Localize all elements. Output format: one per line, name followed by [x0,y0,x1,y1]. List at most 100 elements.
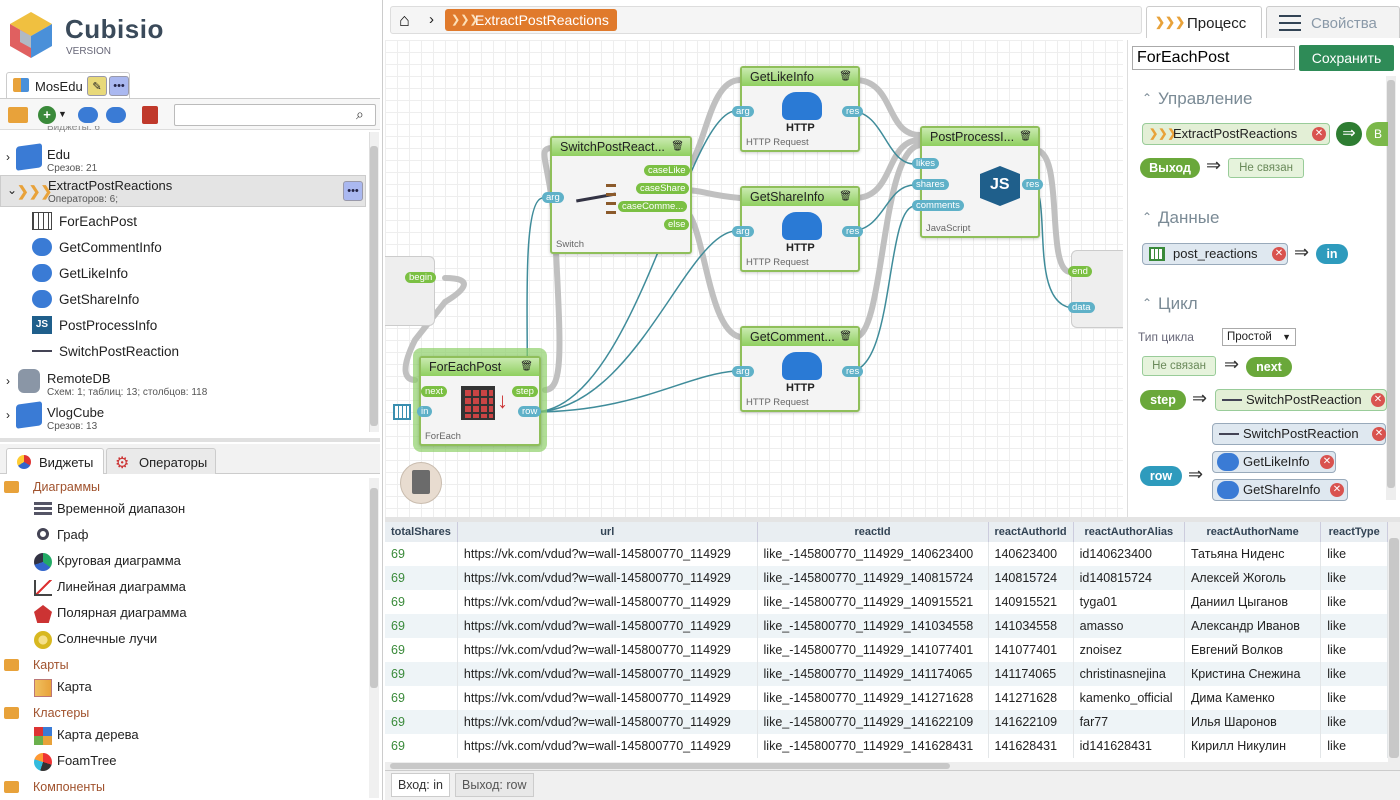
widget-graph[interactable]: Граф [34,525,354,547]
cycle-type-select[interactable]: Простой ▼ [1222,328,1296,346]
tab-process[interactable]: ❯❯❯ Процесс [1146,6,1262,38]
node-foreachpost[interactable]: ForEachPost 🗑 ↓ ForEach [419,356,541,446]
port-arg[interactable]: arg [732,366,754,377]
step-pill[interactable]: step [1140,390,1186,410]
exit-pill[interactable]: Выход [1140,158,1200,178]
tree-child-foreachpost[interactable]: ForEachPost [32,211,352,233]
tab-properties[interactable]: Свойства [1266,6,1400,38]
tree-child-postprocessinfo[interactable]: JS PostProcessInfo [32,315,352,337]
breadcrumb-current[interactable]: ❯❯❯ ExtractPostReactions [445,9,617,31]
port-comments[interactable]: comments [912,200,964,211]
project-menu-button[interactable]: ••• [109,76,129,96]
start-node[interactable] [385,256,435,326]
widget-time-range[interactable]: Временной диапазон [34,499,354,521]
port-res[interactable]: res [842,226,864,237]
port-else[interactable]: else [664,219,690,230]
delete-node-icon[interactable]: 🗑 [520,361,533,372]
item-menu-button[interactable]: ••• [343,181,363,201]
widget-line[interactable]: Линейная диаграмма [34,577,354,599]
widget-map[interactable]: Карта [34,677,354,699]
add-item-icon[interactable]: + [38,106,56,124]
in-pill[interactable]: in [1316,244,1348,264]
row-chip-switch[interactable]: SwitchPostReaction ✕ [1212,423,1386,445]
tab-output[interactable]: Выход: row [455,773,534,797]
panel-splitter[interactable] [0,438,380,442]
save-button[interactable]: Сохранить [1299,45,1394,71]
remove-icon[interactable]: ✕ [1330,483,1344,497]
node-switchpostreaction[interactable]: SwitchPostReact... 🗑 Switch [550,136,692,254]
delete-node-icon[interactable]: 🗑 [671,141,684,152]
port-data[interactable]: data [1068,302,1095,313]
download-cloud-icon[interactable] [106,107,126,123]
delete-node-icon[interactable]: 🗑 [839,191,852,202]
widget-pie[interactable]: Круговая диаграмма [34,551,354,573]
edit-project-button[interactable]: ✎ [87,76,107,96]
tree-item-remotedb[interactable]: › RemoteDB Схем: 1; таблиц: 13; столбцов… [0,369,366,398]
port-res[interactable]: res [1022,179,1044,190]
expand-icon[interactable]: ⌄ [7,183,18,197]
arrow-button[interactable]: ⇒ [1336,122,1362,146]
port-likes[interactable]: likes [912,158,940,169]
control-chip[interactable]: ❯❯❯ ExtractPostReactions ✕ [1142,123,1330,145]
port-casecomment[interactable]: caseComme... [618,201,688,212]
column-header[interactable]: reactId [757,522,989,542]
tree-child-getcommentinfo[interactable]: GetCommentInfo [32,237,352,259]
column-header[interactable]: url [457,522,758,542]
column-header[interactable]: reactAuthorAlias [1073,522,1185,542]
tree-item-extractpostreactions[interactable]: ⌄ ❯❯❯ ExtractPostReactions Операторов: 6… [0,175,366,207]
next-pill[interactable]: next [1246,357,1292,377]
tree-child-getshareinfo[interactable]: GetShareInfo [32,289,352,311]
widget-polar[interactable]: Полярная диаграмма [34,603,354,625]
port-arg[interactable]: arg [542,192,564,203]
row-pill[interactable]: row [1140,466,1182,486]
remove-icon[interactable]: ✕ [1371,393,1385,407]
widgets-scrollbar-thumb[interactable] [370,488,378,688]
delete-node-icon[interactable]: 🗑 [839,331,852,342]
port-row[interactable]: row [518,406,542,417]
column-header[interactable]: totalShares [385,522,458,542]
remove-icon[interactable]: ✕ [1320,455,1334,469]
tab-widgets[interactable]: Виджеты [6,448,104,474]
delete-node-icon[interactable]: 🗑 [839,71,852,82]
tree-item-edu[interactable]: › Edu Срезов: 21 [0,143,366,174]
tree-search-input[interactable] [174,104,376,126]
tree-scrollbar-thumb[interactable] [370,146,378,426]
row-chip-share[interactable]: GetShareInfo ✕ [1212,479,1348,501]
port-in[interactable]: in [417,406,433,417]
port-res[interactable]: res [842,106,864,117]
tree-child-switchpostreaction[interactable]: SwitchPostReaction [32,341,352,363]
row-chip-like[interactable]: GetLikeInfo ✕ [1212,451,1336,473]
column-header[interactable]: reactAuthorId [988,522,1074,542]
port-shares[interactable]: shares [912,179,949,190]
remove-icon[interactable]: ✕ [1272,247,1286,261]
port-caseshare[interactable]: caseShare [636,183,690,194]
node-getlikeinfo[interactable]: GetLikeInfo 🗑 HTTP HTTP Request [740,66,860,152]
delete-node-icon[interactable]: 🗑 [1019,131,1032,142]
tree-item-vlogcube[interactable]: › VlogCube Срезов: 13 [0,401,366,432]
tree-child-getlikeinfo[interactable]: GetLikeInfo [32,263,352,285]
port-res[interactable]: res [842,366,864,377]
node-getcommentinfo[interactable]: GetComment... 🗑 HTTP HTTP Request [740,326,860,412]
data-chip[interactable]: post_reactions ✕ [1142,243,1288,265]
dropdown-caret-icon[interactable]: ▼ [58,109,67,119]
port-arg[interactable]: arg [732,226,754,237]
port-next[interactable]: next [421,386,447,397]
port-begin[interactable]: begin [405,272,437,283]
column-header[interactable]: reactAuthorName [1184,522,1322,542]
add-folder-icon[interactable] [8,107,28,123]
home-icon[interactable]: ⌂ [399,10,410,30]
end-node[interactable] [1071,250,1123,328]
horizontal-splitter[interactable] [385,517,1400,522]
widget-treemap[interactable]: Карта дерева [34,725,354,747]
right-scrollbar-thumb[interactable] [1387,80,1395,488]
port-step[interactable]: step [512,386,538,397]
